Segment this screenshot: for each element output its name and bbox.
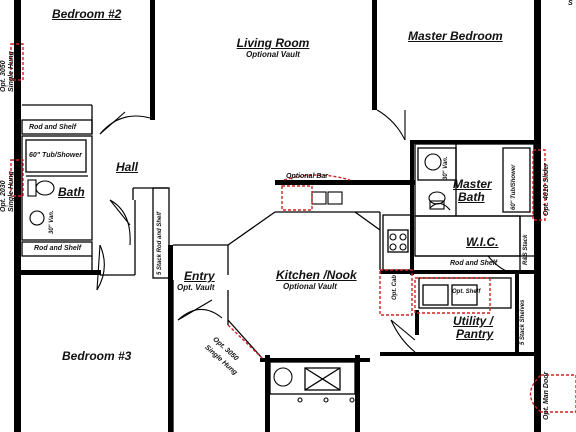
label-tub-shower: 60" Tub/Shower xyxy=(29,152,82,159)
label-window-2030-2: Single Hung xyxy=(8,171,15,212)
room-label-wic: W.I.C. xyxy=(466,235,499,249)
label-stack-shelves: 5 Stack Shelves xyxy=(520,299,526,345)
room-label-bedroom3: Bedroom #3 xyxy=(62,349,132,363)
label-rod-shelf-bottom: Rod and Shelf xyxy=(34,245,82,252)
label-rs-stack: R&S Stack xyxy=(523,234,529,265)
label-edge-mark: S xyxy=(568,0,573,7)
room-label-living: Living Room xyxy=(236,36,310,50)
label-window-3050-top-1: Opt. 3050 xyxy=(0,60,7,92)
label-van-master: 30" Van. xyxy=(443,156,449,180)
label-rod-shelf-master: Rod and Shelf xyxy=(450,260,498,267)
label-opt-cab: Opt. Cab xyxy=(392,275,398,300)
label-opt-shelf: Opt. Shelf xyxy=(452,289,481,295)
optional-items xyxy=(10,43,576,413)
fixtures xyxy=(27,153,446,403)
room-label-master-bath-2: Bath xyxy=(458,190,485,204)
room-sublabel-entry: Opt. Vault xyxy=(177,283,215,292)
room-label-master: Master Bedroom xyxy=(408,29,503,43)
room-label-utility-2: Pantry xyxy=(456,327,494,341)
room-sublabel-kitchen: Optional Vault xyxy=(283,282,337,291)
room-sublabel-living: Optional Vault xyxy=(246,50,300,59)
label-slider: Opt. 4010 Slider xyxy=(543,163,550,216)
room-label-entry: Entry xyxy=(184,269,215,283)
label-rod-shelf-top: Rod and Shelf xyxy=(29,124,77,131)
room-label-master-bath-1: Master xyxy=(453,177,492,191)
door-swings xyxy=(96,109,511,353)
label-master-tub: 60" Tub/Shower xyxy=(511,164,517,210)
label-window-3050-top-2: Single Hung xyxy=(8,51,15,92)
label-window-2030-1: Opt. 2030 xyxy=(0,180,7,212)
room-label-kitchen: Kitchen /Nook xyxy=(276,268,357,282)
label-optional-bar: Optional Bar xyxy=(286,173,329,180)
label-man-door: Opt. Man Door xyxy=(543,371,550,420)
walls xyxy=(14,0,541,432)
room-label-bath: Bath xyxy=(58,185,85,199)
label-van-left: 30" Van. xyxy=(49,210,55,234)
room-label-bedroom2: Bedroom #2 xyxy=(52,7,122,21)
room-label-utility-1: Utility / xyxy=(453,314,494,328)
label-stack-rod-shelf: 5 Stack Rod and Shelf xyxy=(157,211,163,275)
room-label-hall: Hall xyxy=(116,160,139,174)
